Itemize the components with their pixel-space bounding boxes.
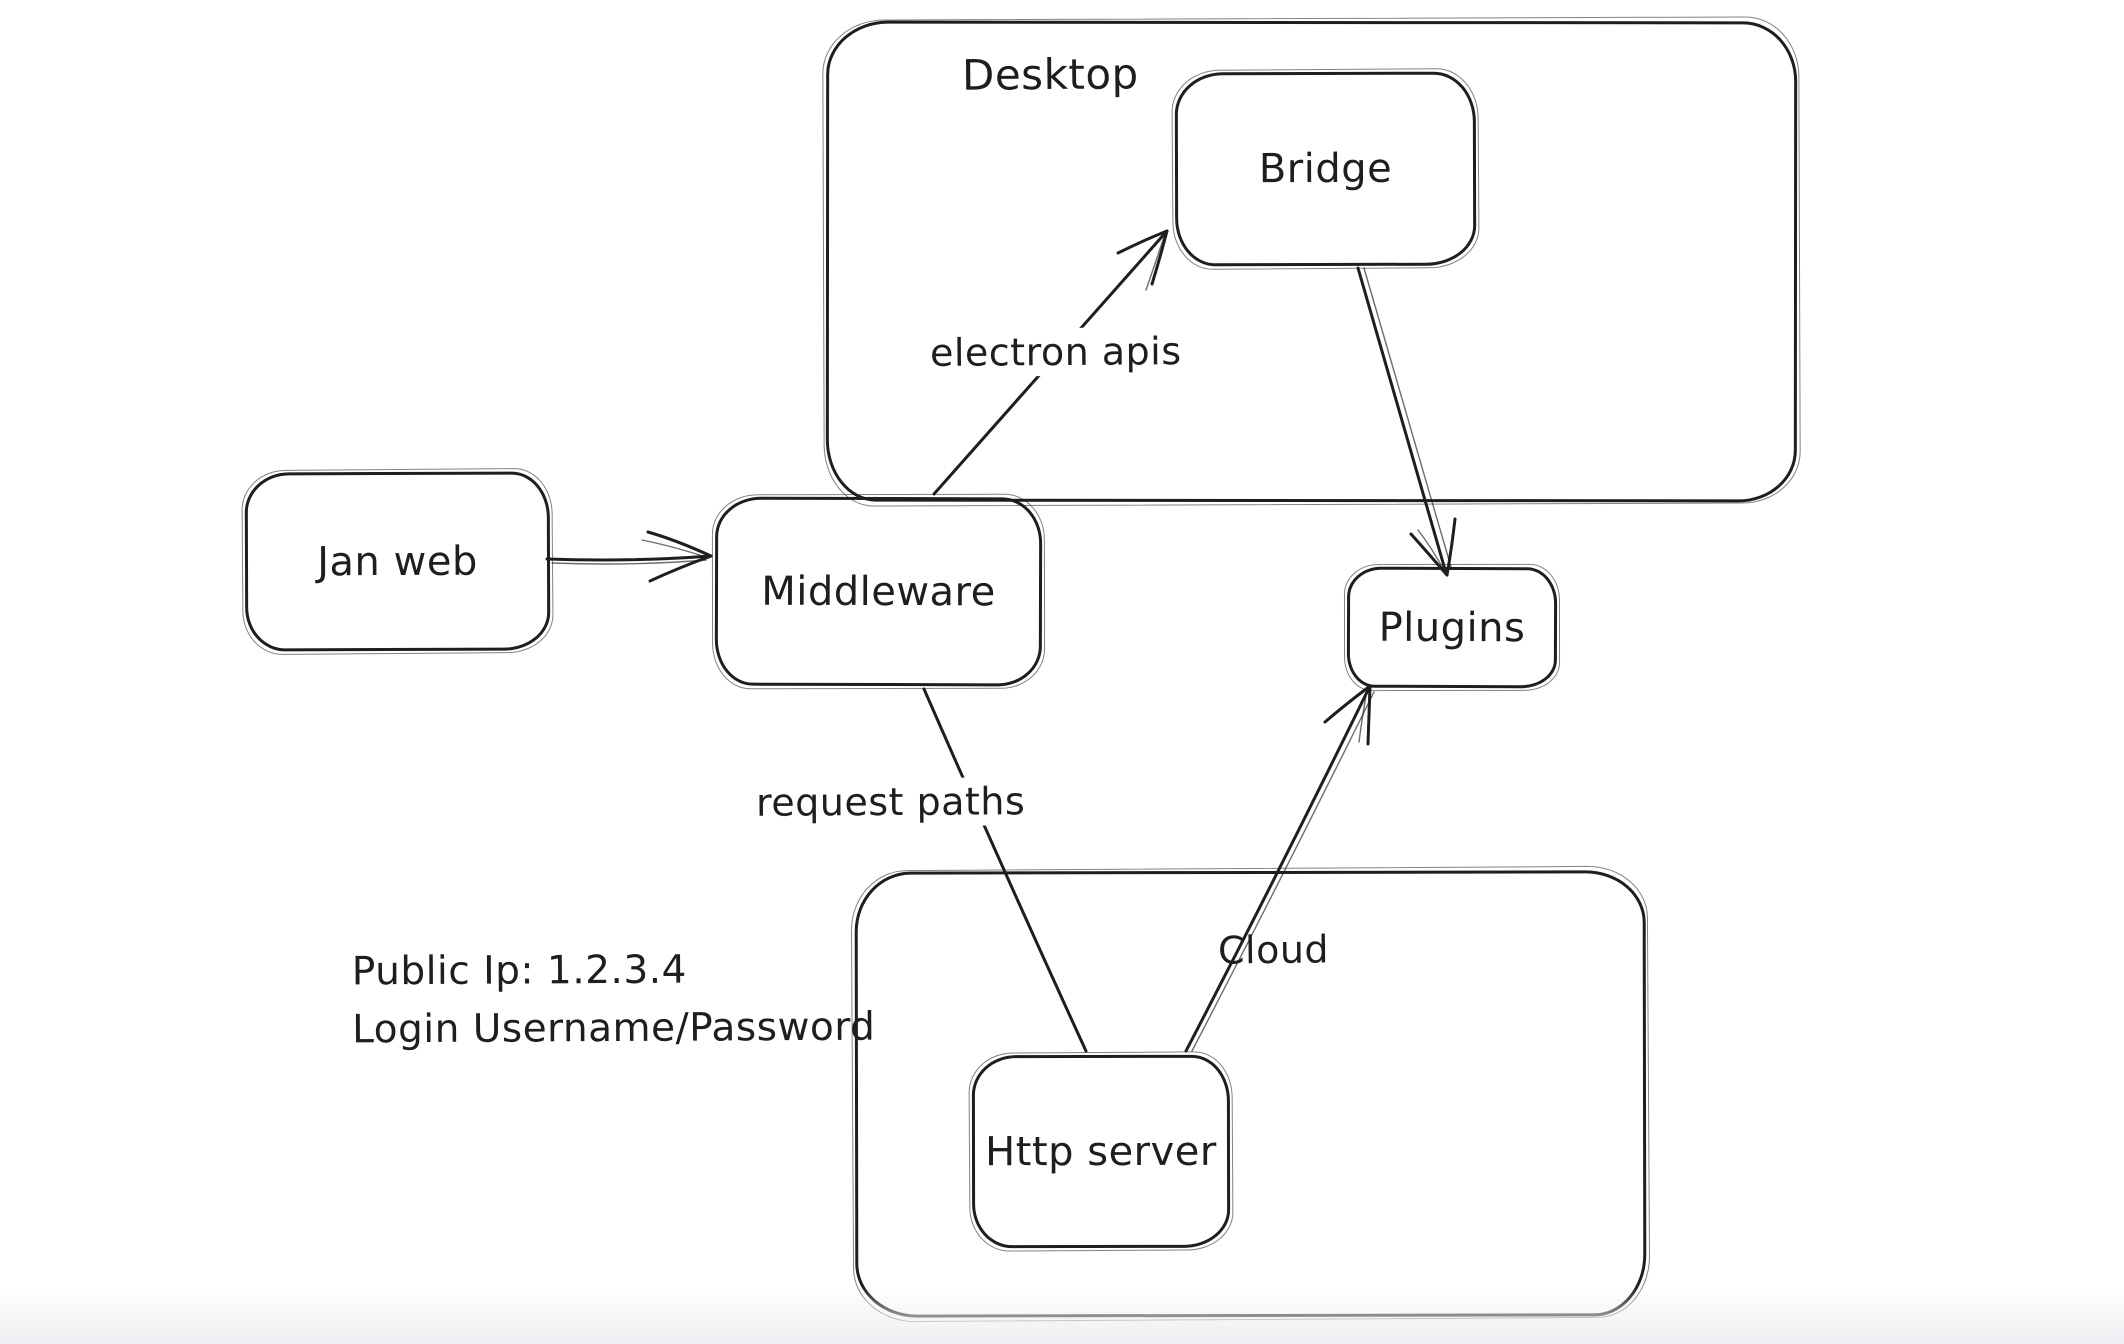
node-middleware[interactable]: Middleware xyxy=(714,496,1043,687)
node-bridge[interactable]: Bridge xyxy=(1174,71,1477,267)
node-bridge-label: Bridge xyxy=(1258,145,1393,193)
container-desktop-label: Desktop xyxy=(961,49,1139,100)
canvas-bottom-fade xyxy=(0,1286,2124,1344)
annotation-line-login: Login Username/Password xyxy=(352,1004,876,1053)
edge-label-request-paths: request paths xyxy=(747,777,1034,827)
annotation-text: Public Ip: 1.2.3.4 Login Username/Passwo… xyxy=(352,941,876,1060)
annotation-line-public-ip: Public Ip: 1.2.3.4 xyxy=(351,947,688,995)
node-http-server-label: Http server xyxy=(985,1128,1217,1175)
node-jan-web[interactable]: Jan web xyxy=(244,471,551,652)
node-plugins[interactable]: Plugins xyxy=(1346,566,1558,689)
node-http-server[interactable]: Http server xyxy=(971,1054,1231,1249)
node-jan-web-label: Jan web xyxy=(317,538,478,585)
arrow-jan-web-to-middleware[interactable] xyxy=(545,530,713,583)
node-plugins-label: Plugins xyxy=(1378,604,1526,651)
node-middleware-label: Middleware xyxy=(761,568,996,615)
container-cloud-label: Cloud xyxy=(1217,927,1330,973)
edge-label-electron-apis: electron apis xyxy=(919,327,1192,377)
